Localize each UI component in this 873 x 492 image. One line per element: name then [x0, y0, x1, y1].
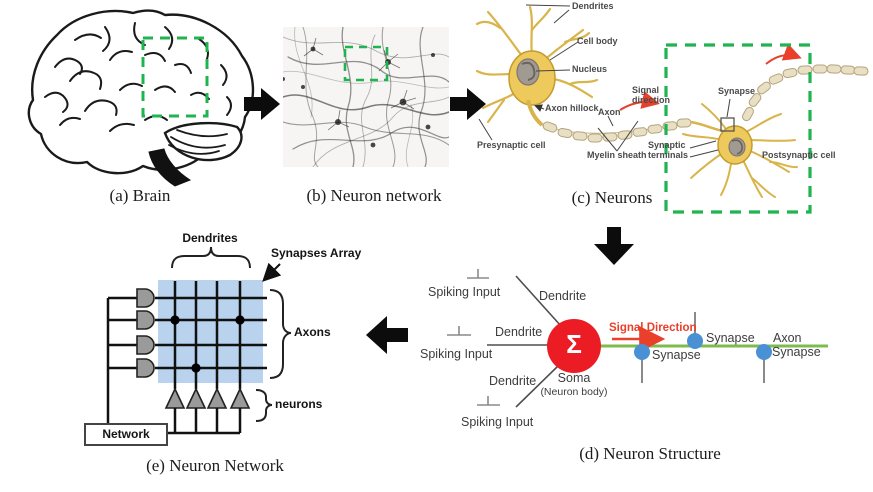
label-cell-body: Cell body [577, 36, 618, 46]
neuron-network-image [283, 27, 449, 167]
neurons-brace [255, 389, 273, 422]
dendrite-lines [487, 275, 562, 408]
roi-box-micrograph [343, 45, 389, 82]
soma-circle [547, 319, 601, 373]
label-dendrites-e: Dendrites [182, 231, 238, 245]
label-neuron-body: (Neuron body) [540, 386, 608, 398]
synapses-array-arrow [262, 262, 282, 282]
label-dendrites-c: Dendrites [572, 1, 614, 11]
label-postsynaptic-cell: Postsynaptic cell [762, 150, 836, 160]
output-stems [167, 408, 242, 435]
caption-d: (d) Neuron Structure [579, 444, 721, 463]
signal-arrow-presynaptic [619, 91, 660, 111]
label-spiking-input-2: Spiking Input [420, 347, 493, 361]
crossbar-diagram [84, 246, 292, 446]
caption-a: (a) Brain [109, 186, 171, 205]
brain-illustration [27, 9, 255, 187]
synapse-junction-box [720, 117, 735, 132]
caption-e: (e) Neuron Network [146, 456, 284, 475]
label-synapse-c: Synapse [718, 86, 756, 96]
dendrites-brace [171, 246, 251, 269]
presynaptic-nucleus [516, 58, 540, 86]
spike-icon [447, 269, 500, 406]
label-synapse-1: Synapse [652, 348, 701, 362]
panel-e-crossbar: Dendrites Synapses Array Axons neurons N… [75, 230, 365, 480]
label-axon-hillock: Axon hillock [545, 103, 599, 113]
roi-box-neurons [664, 43, 812, 214]
label-signal-direction-c: Signal direction [632, 85, 671, 106]
caption-b: (b) Neuron network [306, 186, 442, 205]
neuron-structure-diagram [447, 269, 828, 408]
label-nucleus: Nucleus [572, 64, 608, 74]
label-axon-c: Axon [598, 107, 621, 117]
arrow-d-to-e-icon [366, 316, 408, 354]
axons-brace [269, 289, 292, 379]
label-synapse-2: Synapse [706, 331, 755, 345]
label-myelin-sheath: Myelin sheath [587, 150, 647, 160]
pointer-lines [478, 4, 731, 158]
panel-b-micrograph [283, 27, 449, 167]
label-network: Network [102, 427, 150, 441]
caption-c: (c) Neurons [571, 188, 653, 207]
synapse-dots [170, 315, 245, 373]
label-spiking-input-3: Spiking Input [461, 415, 534, 429]
synapse-stems [641, 312, 765, 383]
presynaptic-myelin-sheath [541, 118, 724, 143]
label-dendrite-3: Dendrite [489, 374, 537, 388]
input-rail [106, 296, 137, 424]
label-synapse-3: Synapse [772, 345, 821, 359]
arrow-a-to-b-icon [244, 88, 280, 120]
panel-c-neurons: Dendrites Cell body Nucleus Axon hillock… [470, 0, 873, 218]
synapse-nodes [634, 333, 772, 360]
label-axon-d: Axon [773, 331, 802, 345]
signal-arrow-postsynaptic [765, 43, 802, 65]
label-signal-direction-d: Signal Direction [609, 322, 697, 334]
label-axons: Axons [294, 325, 331, 339]
dendrite-lines-e [173, 281, 242, 389]
label-dendrite-2: Dendrite [495, 325, 543, 339]
label-synapses-array: Synapses Array [271, 246, 362, 260]
label-soma: Soma [557, 371, 591, 385]
postsynaptic-myelin-sheath [742, 64, 869, 122]
arrow-b-to-c-icon [450, 88, 486, 120]
label-dendrite-1: Dendrite [539, 289, 587, 303]
sigma-symbol: Σ [566, 329, 582, 359]
label-neurons: neurons [275, 397, 323, 411]
label-synaptic-terminals: Synaptic terminals [648, 140, 689, 161]
network-box [84, 423, 168, 446]
brainstem [148, 148, 192, 187]
neurons-illustration [475, 4, 869, 214]
arrow-c-to-d-icon [594, 227, 634, 265]
roi-box-brain [141, 36, 209, 118]
panel-d-neuron-structure: Σ Spiking Input Dendrite Spiking Input D… [420, 255, 873, 440]
label-spiking-input-1: Spiking Input [428, 285, 501, 299]
neuron-triangle-icons [164, 387, 251, 409]
label-presynaptic-cell: Presynaptic cell [477, 140, 546, 150]
buffer-gate-icons [136, 288, 155, 378]
panel-a-brain [15, 5, 260, 187]
